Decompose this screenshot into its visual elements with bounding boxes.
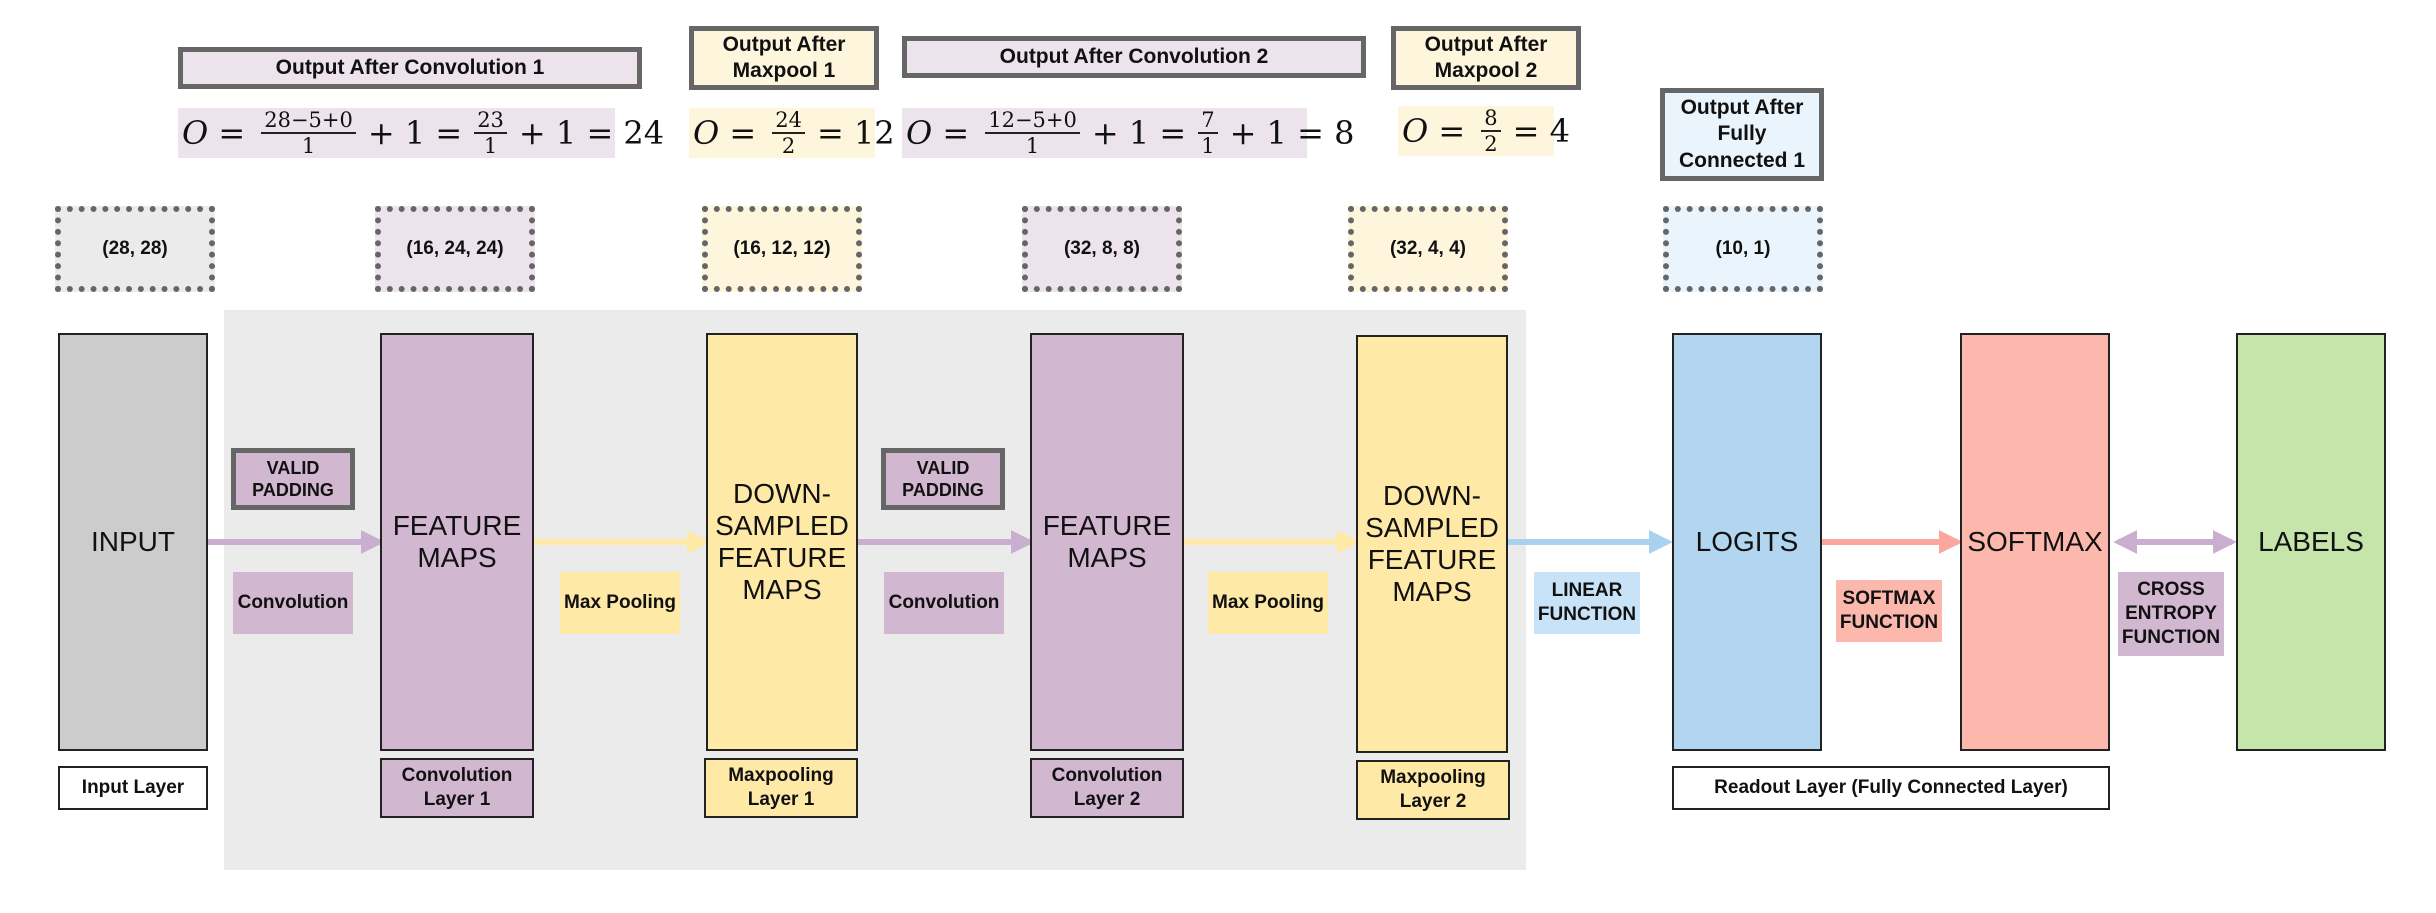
block-feature-maps-2: FEATURE MAPS [1030, 333, 1184, 751]
caption-conv-layer-2: Convolution Layer 2 [1030, 758, 1184, 818]
shape-pool2: (32, 4, 4) [1348, 206, 1508, 292]
block-softmax: SOFTMAX [1960, 333, 2110, 751]
convolution-label-2: Convolution [884, 572, 1004, 634]
output-header-pool2: Output After Maxpool 2 [1391, 26, 1581, 90]
max-pooling-label-1: Max Pooling [560, 572, 680, 634]
caption-maxpool-layer-1: Maxpooling Layer 1 [704, 758, 858, 818]
block-logits: LOGITS [1672, 333, 1822, 751]
shape-pool1: (16, 12, 12) [702, 206, 862, 292]
max-pooling-label-2: Max Pooling [1208, 572, 1328, 634]
shape-fc1: (10, 1) [1663, 206, 1823, 292]
softmax-function-label: SOFTMAX FUNCTION [1836, 580, 1942, 642]
output-header-pool1: Output After Maxpool 1 [689, 26, 879, 90]
block-downsampled-1: DOWN-SAMPLED FEATURE MAPS [706, 333, 858, 751]
output-header-conv2: Output After Convolution 2 [902, 36, 1366, 78]
output-header-conv1: Output After Convolution 1 [178, 47, 642, 89]
valid-padding-label-1: VALID PADDING [231, 448, 355, 510]
caption-input-layer: Input Layer [58, 766, 208, 810]
valid-padding-label-2: VALID PADDING [881, 448, 1005, 510]
caption-readout-layer: Readout Layer (Fully Connected Layer) [1672, 766, 2110, 810]
linear-function-label: LINEAR FUNCTION [1534, 572, 1640, 634]
output-header-fc1: Output After Fully Connected 1 [1660, 88, 1824, 181]
block-feature-maps-1: FEATURE MAPS [380, 333, 534, 751]
shape-conv1: (16, 24, 24) [375, 206, 535, 292]
cross-entropy-function-label: CROSS ENTROPY FUNCTION [2118, 572, 2224, 656]
block-input: INPUT [58, 333, 208, 751]
caption-maxpool-layer-2: Maxpooling Layer 2 [1356, 760, 1510, 820]
shape-conv2: (32, 8, 8) [1022, 206, 1182, 292]
shape-input: (28, 28) [55, 206, 215, 292]
block-downsampled-2: DOWN-SAMPLED FEATURE MAPS [1356, 335, 1508, 753]
convolution-label-1: Convolution [233, 572, 353, 634]
caption-conv-layer-1: Convolution Layer 1 [380, 758, 534, 818]
block-labels: LABELS [2236, 333, 2386, 751]
